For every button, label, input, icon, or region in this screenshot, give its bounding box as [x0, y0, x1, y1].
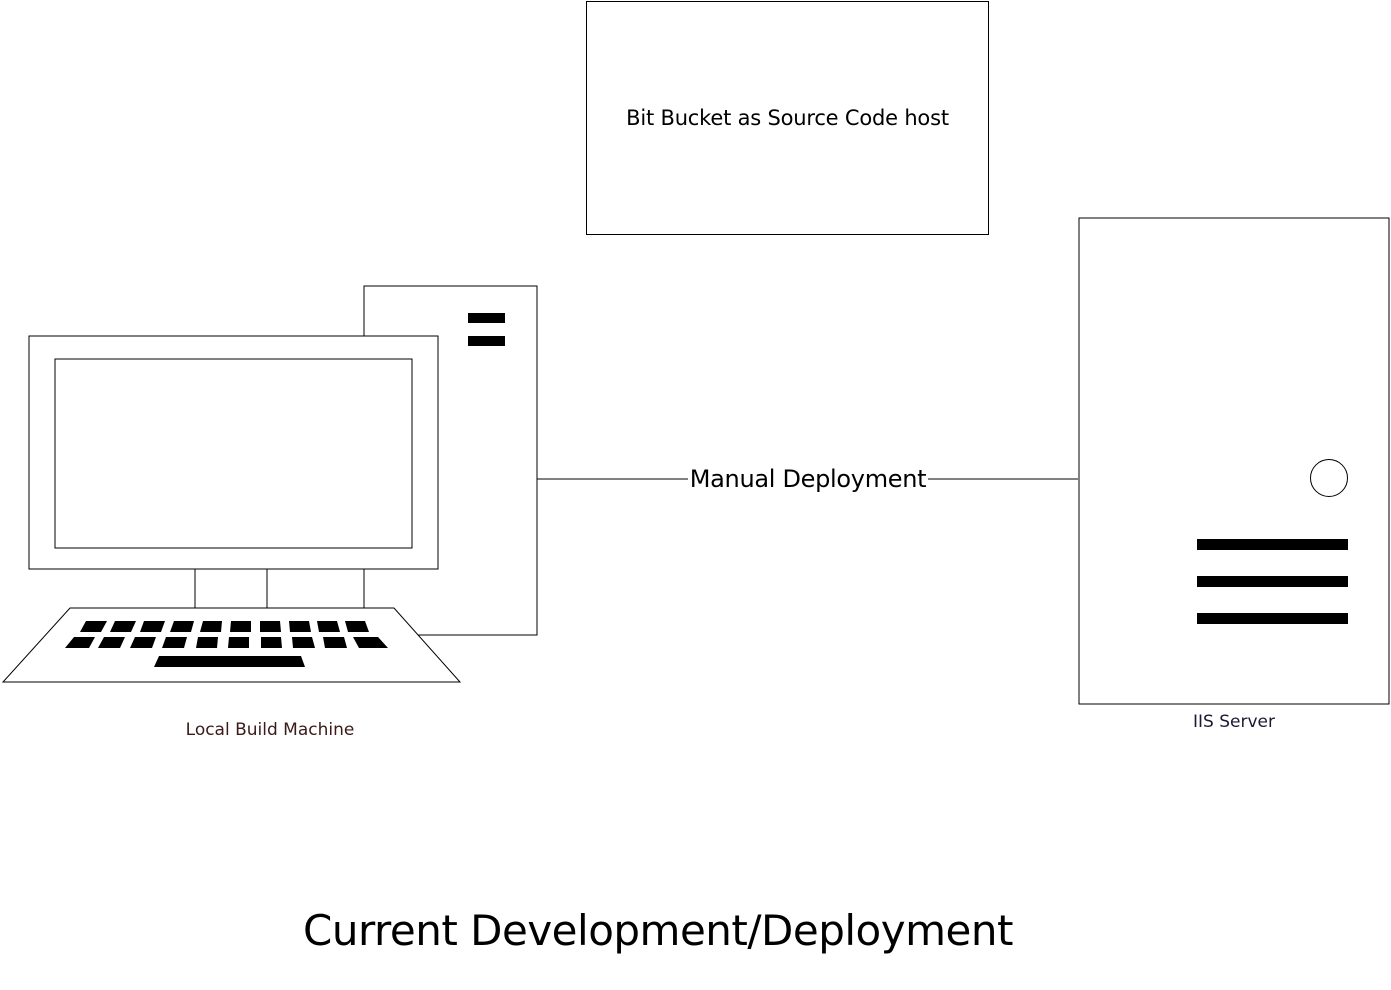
connection-label: Manual Deployment — [688, 463, 928, 495]
server-tower-icon — [1078, 217, 1390, 705]
desktop-computer-icon — [1, 285, 538, 683]
power-button-icon — [1310, 459, 1348, 497]
pc-tower-drive-bay — [468, 336, 505, 346]
server-case — [1078, 217, 1390, 705]
pc-tower-drive-bay — [468, 313, 505, 323]
server-vent-slot — [1197, 613, 1348, 624]
server-vent-slot — [1197, 539, 1348, 550]
keyboard-keys — [65, 621, 388, 667]
local-machine-label: Local Build Machine — [185, 720, 355, 740]
diagram-title: Current Development/Deployment — [303, 906, 1013, 955]
source-host-label: Bit Bucket as Source Code host — [626, 106, 949, 130]
server-vent-slot — [1197, 576, 1348, 587]
server-label: IIS Server — [1193, 712, 1275, 732]
source-host-box: Bit Bucket as Source Code host — [586, 1, 989, 235]
monitor-screen — [54, 358, 413, 549]
